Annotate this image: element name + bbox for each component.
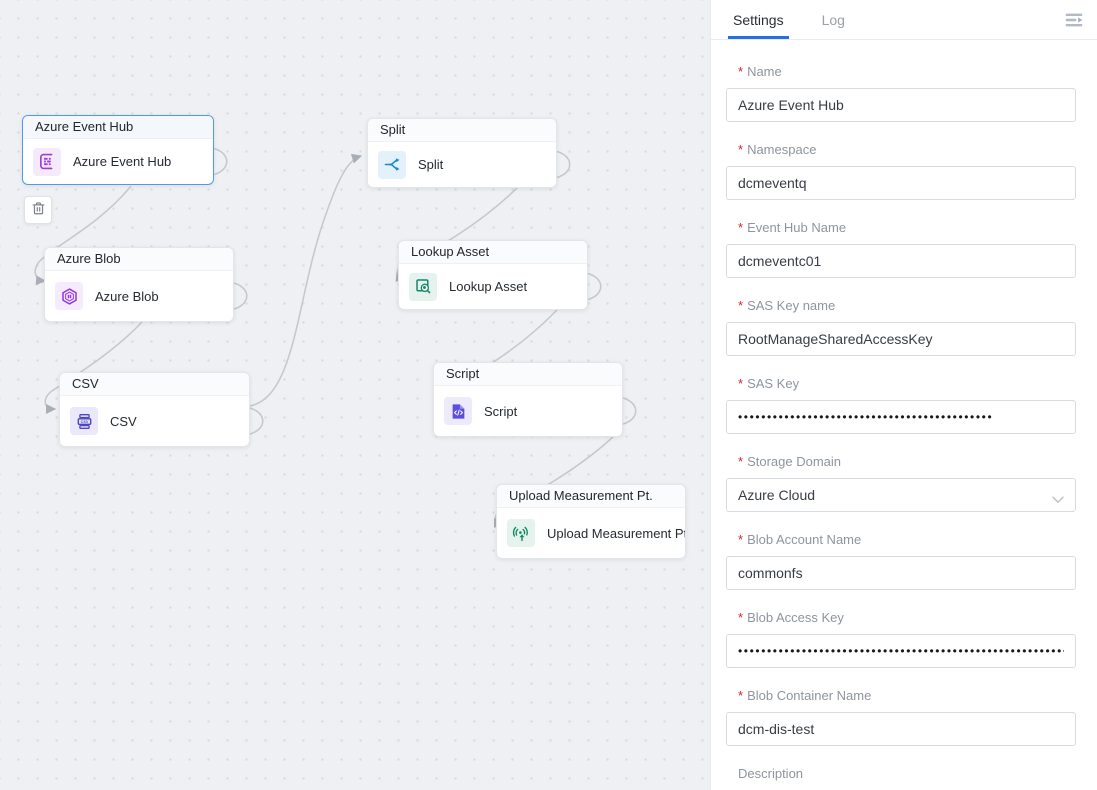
- field-label: *Blob Container Name: [738, 688, 872, 703]
- required-asterisk: *: [738, 688, 744, 703]
- node-title: Azure Event Hub: [23, 116, 213, 139]
- output-port-script: [622, 397, 637, 425]
- field-label: *Blob Access Key: [738, 610, 844, 625]
- field-blob-account-name: *Blob Account Name: [726, 532, 1076, 590]
- field-label: Description: [738, 766, 804, 781]
- required-asterisk: *: [738, 376, 744, 391]
- field-namespace: *Namespace: [726, 142, 1076, 200]
- required-asterisk: *: [738, 610, 744, 625]
- field-label: *SAS Key name: [738, 298, 836, 313]
- trash-icon: [30, 200, 47, 220]
- svg-text:CSV: CSV: [80, 420, 88, 424]
- edge-csv-to-split: [249, 153, 363, 407]
- field-label: *SAS Key: [738, 376, 800, 391]
- field-blob-access-key: *Blob Access Key: [726, 610, 1076, 668]
- sas-key-name-input[interactable]: [726, 322, 1076, 356]
- output-port-csv: [249, 407, 264, 435]
- output-port-azure-blob: [233, 282, 248, 310]
- node-body: Azure Blob: [45, 271, 233, 321]
- node-body: Split: [368, 142, 556, 187]
- node-label: Split: [418, 157, 444, 172]
- node-upload-measurement-pt[interactable]: Upload Measurement Pt. Upload Measurement…: [496, 484, 686, 559]
- node-label: Script: [484, 403, 518, 419]
- split-icon: [378, 150, 406, 179]
- node-body: Lookup Asset: [399, 264, 587, 309]
- node-title: Azure Blob: [45, 248, 233, 271]
- field-label: *Event Hub Name: [738, 220, 847, 235]
- node-title: Lookup Asset: [399, 241, 587, 264]
- panel-tab-bar: Settings Log: [711, 0, 1097, 40]
- node-title: Script: [434, 363, 622, 386]
- lookup-asset-icon: [409, 272, 437, 301]
- node-csv[interactable]: CSV CSV CSV: [59, 372, 250, 447]
- node-label: Upload Measurement Pt.: [547, 525, 686, 541]
- tab-log[interactable]: Log: [821, 11, 845, 28]
- node-title: CSV: [60, 373, 249, 396]
- node-label: Azure Blob: [95, 288, 159, 304]
- settings-panel: Settings Log *Name *Namespace *Event Hub N…: [710, 0, 1097, 790]
- required-asterisk: *: [738, 532, 744, 547]
- output-port-azure-event-hub: [213, 147, 228, 176]
- node-body: Azure Event Hub: [23, 139, 213, 184]
- field-name: *Name: [726, 64, 1076, 122]
- sas-key-input[interactable]: [726, 400, 1076, 434]
- node-title: Split: [368, 119, 556, 142]
- field-blob-container-name: *Blob Container Name: [726, 688, 1076, 746]
- event-hub-name-input[interactable]: [726, 244, 1076, 278]
- script-icon: [444, 397, 472, 425]
- field-event-hub-name: *Event Hub Name: [726, 220, 1076, 278]
- required-asterisk: *: [738, 298, 744, 313]
- field-label: *Namespace: [738, 142, 817, 157]
- select-value: Azure Cloud: [738, 487, 816, 503]
- field-label: *Name: [738, 64, 782, 79]
- node-body: Upload Measurement Pt.: [497, 508, 685, 558]
- upload-measurement-icon: [507, 519, 535, 547]
- required-asterisk: *: [738, 454, 744, 469]
- csv-icon: CSV: [70, 407, 98, 435]
- name-input[interactable]: [726, 88, 1076, 122]
- settings-form: *Name *Namespace *Event Hub Name *SAS Key n…: [711, 40, 1097, 790]
- node-body: Script: [434, 386, 622, 436]
- required-asterisk: *: [738, 64, 744, 79]
- node-label: Azure Event Hub: [73, 154, 172, 169]
- node-body: CSV CSV: [60, 396, 249, 446]
- chevron-down-icon: [1052, 491, 1064, 503]
- output-port-split: [556, 150, 571, 179]
- tab-settings[interactable]: Settings: [728, 0, 789, 39]
- azure-blob-icon: [55, 282, 83, 310]
- node-label: CSV: [110, 413, 137, 429]
- panel-collapse-icon[interactable]: [1063, 9, 1085, 31]
- event-hub-icon: [33, 147, 61, 176]
- blob-container-name-input[interactable]: [726, 712, 1076, 746]
- field-label: *Blob Account Name: [738, 532, 862, 547]
- field-sas-key: *SAS Key: [726, 376, 1076, 434]
- node-title: Upload Measurement Pt.: [497, 485, 685, 508]
- field-label: *Storage Domain: [738, 454, 842, 469]
- required-asterisk: *: [738, 142, 744, 157]
- output-port-lookup-asset: [587, 272, 602, 301]
- blob-access-key-input[interactable]: [726, 634, 1076, 668]
- field-sas-key-name: *SAS Key name: [726, 298, 1076, 356]
- blob-account-name-input[interactable]: [726, 556, 1076, 590]
- storage-domain-select[interactable]: Azure Cloud: [726, 478, 1076, 512]
- namespace-input[interactable]: [726, 166, 1076, 200]
- field-description: Description: [726, 766, 1076, 790]
- node-label: Lookup Asset: [449, 279, 528, 294]
- required-asterisk: *: [738, 220, 744, 235]
- delete-node-button[interactable]: [24, 196, 52, 224]
